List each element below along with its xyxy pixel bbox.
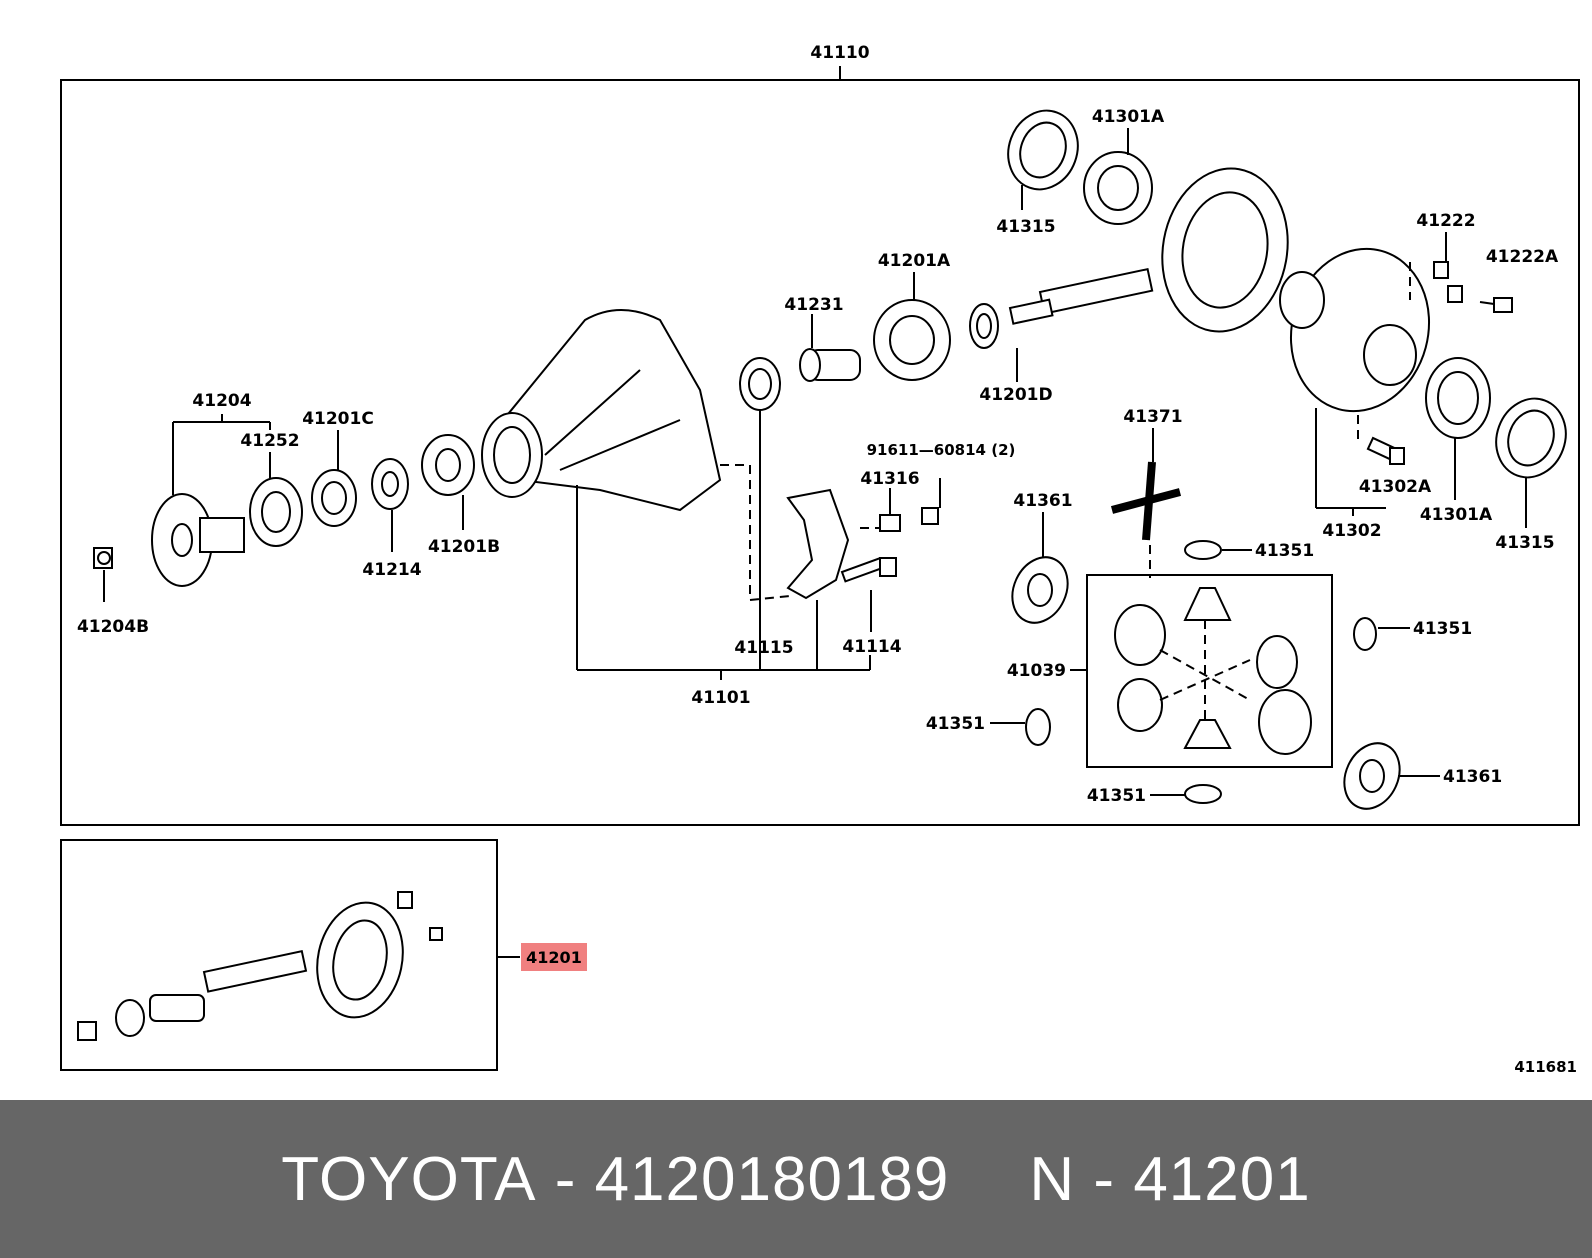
label-41252: 41252 [240, 431, 299, 451]
bolt-91611[interactable] [921, 478, 941, 525]
thrust-washer-41361-bottom[interactable] [1334, 734, 1410, 818]
seal-41252[interactable] [249, 477, 303, 547]
gear-kit-41039[interactable] [1086, 574, 1333, 768]
label-41204: 41204 [192, 391, 251, 411]
inset-kit-drawing[interactable] [77, 891, 443, 1041]
bearing-41301A-top[interactable] [1083, 151, 1153, 225]
bearing-41301A-right[interactable] [1425, 357, 1491, 439]
inset-frame [60, 839, 498, 1071]
label-41316: 41316 [860, 469, 919, 489]
label-41351-c: 41351 [926, 714, 985, 734]
highlight-41201 [521, 943, 587, 971]
differential-case[interactable] [1273, 233, 1447, 427]
washer-41214[interactable] [371, 458, 409, 510]
label-41201-highlight: 41201 [526, 948, 582, 967]
label-41201A: 41201A [878, 251, 951, 271]
label-41204B: 41204B [77, 617, 149, 637]
label-41214: 41214 [362, 560, 421, 580]
n-prefix: N [1029, 1144, 1076, 1214]
label-41201D: 41201D [979, 385, 1052, 405]
label-41351-d: 41351 [1087, 786, 1146, 806]
spider-41371[interactable] [1110, 461, 1182, 541]
label-41039: 41039 [1007, 661, 1066, 681]
bolt-41222A[interactable] [1479, 297, 1513, 313]
label-41315-top: 41315 [996, 217, 1055, 237]
label-41222: 41222 [1416, 211, 1475, 231]
brand-name: TOYOTA [281, 1144, 537, 1214]
washer-41351-b[interactable] [1353, 617, 1377, 651]
separator: - [1093, 1144, 1116, 1214]
oil-seal-41115[interactable] [739, 357, 781, 411]
clip-41316[interactable] [860, 514, 901, 532]
label-41201C: 41201C [302, 409, 374, 429]
label-41371: 41371 [1123, 407, 1182, 427]
thrust-washer-41361-top[interactable] [1002, 548, 1078, 632]
label-41115: 41115 [734, 638, 793, 658]
diagram-code-411681: 411681 [1514, 1058, 1577, 1076]
nut-41204B[interactable] [93, 547, 113, 569]
diagram-reference: 41201 [1133, 1144, 1311, 1214]
label-41351-a: 41351 [1255, 541, 1314, 561]
label-41101: 41101 [691, 688, 750, 708]
washer-41351-a[interactable] [1184, 540, 1222, 560]
assembly-frame [60, 79, 1580, 826]
adjusting-nut-41315-top[interactable] [997, 101, 1088, 199]
flange-41204[interactable] [151, 493, 245, 587]
label-41301A-right: 41301A [1420, 505, 1493, 525]
bolt-41302A[interactable] [1366, 436, 1405, 465]
washer-41351-d[interactable] [1184, 784, 1222, 804]
label-41222A: 41222A [1486, 247, 1559, 267]
adjusting-nut-41315-right[interactable] [1485, 389, 1576, 487]
bearing-41201A[interactable] [873, 299, 951, 381]
spacer-41201B[interactable] [421, 434, 475, 496]
washer-41351-c[interactable] [1025, 708, 1051, 746]
spacer-41231[interactable] [799, 348, 861, 382]
label-41231: 41231 [784, 295, 843, 315]
label-41302: 41302 [1322, 521, 1381, 541]
label-91611: 91611—60814 (2) [867, 441, 1016, 459]
label-41114: 41114 [842, 637, 901, 657]
label-41361-bottom: 41361 [1443, 767, 1502, 787]
seal-41201C[interactable] [311, 469, 357, 527]
label-41351-b: 41351 [1413, 619, 1472, 639]
label-41361-top: 41361 [1013, 491, 1072, 511]
label-41301A-top: 41301A [1092, 107, 1165, 127]
separator: - [554, 1144, 577, 1214]
label-41315-right: 41315 [1495, 533, 1554, 553]
label-41201B: 41201B [428, 537, 500, 557]
bearing-cap-41115[interactable] [786, 488, 850, 600]
label-41110: 41110 [810, 43, 869, 63]
carrier-housing[interactable] [481, 309, 722, 512]
washer-41201D[interactable] [969, 303, 999, 349]
part-number: 4120180189 [594, 1144, 950, 1214]
footer-banner: TOYOTA - 4120180189 N - 41201 [0, 1100, 1592, 1258]
parts-diagram: 41110 41315 41301A 41222 41222A [60, 43, 1580, 1076]
lock-plate-41222[interactable] [1433, 261, 1463, 303]
ring-gear-pinion[interactable] [1008, 158, 1300, 341]
label-41302A: 41302A [1359, 477, 1432, 497]
bolt-41114[interactable] [840, 557, 897, 583]
